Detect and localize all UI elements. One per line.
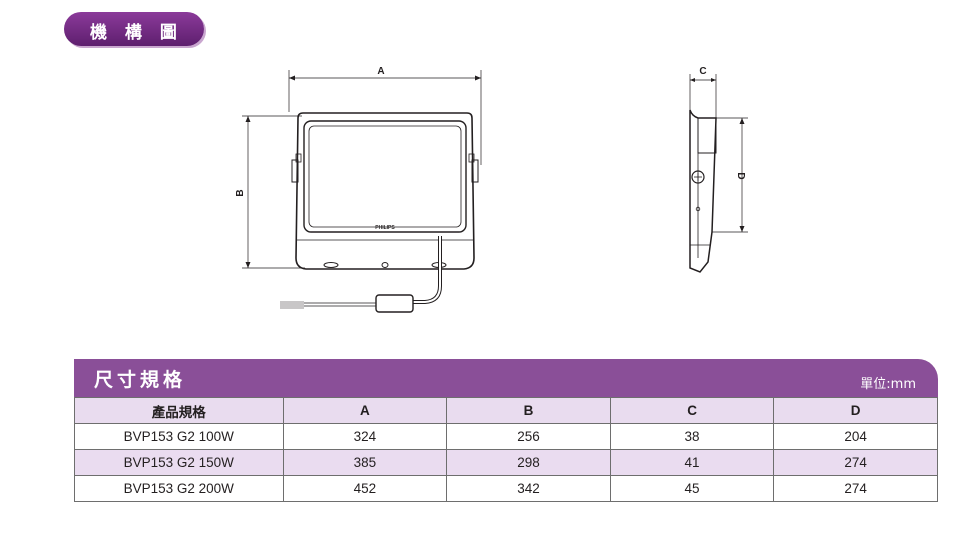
cell-model: BVP153 G2 200W: [74, 475, 284, 502]
table-header-row: 產品規格 A B C D: [74, 397, 938, 424]
table-row: BVP153 G2 200W 452 342 45 274: [74, 475, 938, 502]
header-b: B: [446, 397, 611, 424]
dim-b-label: B: [235, 189, 246, 196]
brand-logo: PHILIPS: [375, 225, 395, 231]
mechanical-drawing: A B C D PHILIPS: [235, 66, 748, 313]
cell-model: BVP153 G2 100W: [74, 423, 284, 450]
table-row: BVP153 G2 100W 324 256 38 204: [74, 423, 938, 450]
cell-c: 38: [609, 423, 775, 450]
cell-d: 204: [773, 423, 938, 450]
spec-table: 產品規格 A B C D BVP153 G2 100W 324 256 38 2…: [74, 397, 938, 502]
cell-a: 452: [282, 475, 448, 502]
section-title-pill: 機 構 圖: [64, 12, 204, 46]
spec-header-bar: 尺寸規格 單位:mm: [74, 359, 938, 397]
dim-c-label: C: [699, 66, 706, 77]
header-d: D: [773, 397, 938, 424]
cell-c: 45: [609, 475, 775, 502]
cell-d: 274: [773, 475, 938, 502]
section-title: 機 構 圖: [90, 23, 183, 43]
cell-a: 385: [282, 449, 448, 476]
cell-b: 256: [446, 423, 611, 450]
header-a: A: [282, 397, 448, 424]
cell-b: 342: [446, 475, 611, 502]
cell-model: BVP153 G2 150W: [74, 449, 284, 476]
cell-a: 324: [282, 423, 448, 450]
dim-d-label: D: [735, 172, 746, 179]
cell-d: 274: [773, 449, 938, 476]
cell-b: 298: [446, 449, 611, 476]
unit-label: 單位:mm: [860, 377, 916, 392]
table-row: BVP153 G2 150W 385 298 41 274: [74, 449, 938, 476]
dim-a-label: A: [377, 66, 384, 77]
spec-title: 尺寸規格: [94, 369, 187, 391]
header-c: C: [609, 397, 775, 424]
cell-c: 41: [609, 449, 775, 476]
header-model: 產品規格: [74, 397, 284, 424]
